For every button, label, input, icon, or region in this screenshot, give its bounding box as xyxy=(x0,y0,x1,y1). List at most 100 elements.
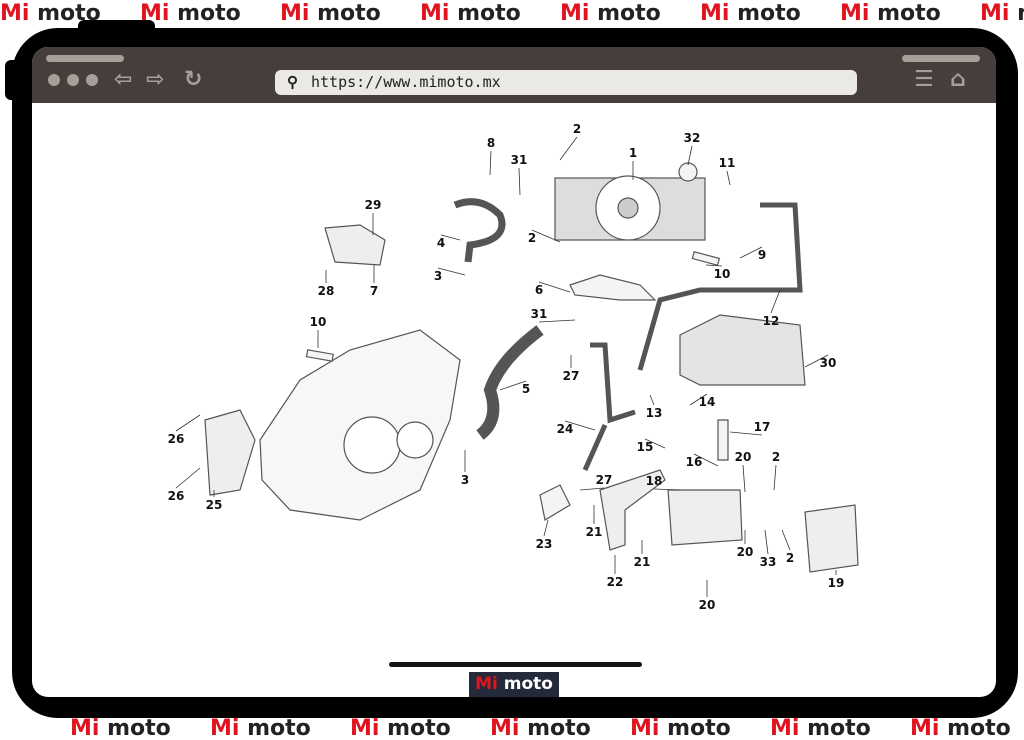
part-callout: 32 xyxy=(684,131,701,145)
bracket-23 xyxy=(539,484,571,521)
part-callout: 25 xyxy=(206,498,223,512)
radiator-cap xyxy=(678,162,698,182)
engine-clutch-cover xyxy=(343,416,401,474)
leader-line xyxy=(489,150,492,176)
hose-24 xyxy=(582,342,636,472)
url-bar[interactable]: ⚲https://www.mimoto.mx xyxy=(275,70,857,95)
watermark-dark: moto xyxy=(457,1,521,26)
part-callout: 20 xyxy=(735,450,752,464)
part-callout: 18 xyxy=(646,474,663,488)
watermark-red: Mi xyxy=(70,716,100,740)
part-callout: 20 xyxy=(699,598,716,612)
watermark-red: Mi xyxy=(280,1,310,26)
leader-line xyxy=(770,289,781,314)
watermark-red: Mi xyxy=(0,1,30,26)
part-callout: 15 xyxy=(637,440,654,454)
watermark-text: Mi moto xyxy=(490,717,591,740)
home-indicator[interactable] xyxy=(389,662,642,667)
leader-line xyxy=(531,229,561,243)
menu-icon[interactable]: ☰ xyxy=(914,67,934,92)
leader-line xyxy=(538,319,576,323)
part-callout: 31 xyxy=(511,153,528,167)
part-callout: 1 xyxy=(629,146,637,160)
hose-4 xyxy=(453,198,506,263)
part-callout: 33 xyxy=(760,555,777,569)
part-callout: 4 xyxy=(437,236,445,250)
leader-line xyxy=(644,438,666,449)
forward-arrow-icon[interactable]: ⇨ xyxy=(146,67,165,92)
part-10 xyxy=(691,251,721,266)
browser-window: ⇦ ⇨ ↻ ⚲https://www.mimoto.mx ☰ ⌂ xyxy=(32,47,996,697)
leader-line xyxy=(653,488,681,491)
part-callout: 12 xyxy=(763,314,780,328)
part-callout: 27 xyxy=(563,369,580,383)
watermark-text: Mi moto xyxy=(560,2,661,26)
back-arrow-icon[interactable]: ⇦ xyxy=(114,67,133,92)
watermark-text: Mi moto xyxy=(140,2,241,26)
watermark-text: Mi moto xyxy=(630,717,731,740)
watermark-red: Mi xyxy=(700,1,730,26)
watermark-dark: moto xyxy=(1017,1,1024,26)
logo-text-dark: moto xyxy=(503,674,553,694)
part-callout: 21 xyxy=(586,525,603,539)
hose-5 xyxy=(476,325,544,440)
watermark-text: Mi moto xyxy=(210,717,311,740)
window-dot[interactable] xyxy=(67,74,79,86)
watermark-text: Mi moto xyxy=(420,2,521,26)
watermark-red: Mi xyxy=(210,716,240,740)
part-callout: 22 xyxy=(607,575,624,589)
watermark-dark: moto xyxy=(947,716,1011,740)
watermark-text: Mi moto xyxy=(770,717,871,740)
leader-line xyxy=(781,529,791,551)
leader-line xyxy=(543,519,549,537)
leader-line xyxy=(693,453,719,467)
reload-icon[interactable]: ↻ xyxy=(184,67,203,92)
part-callout: 23 xyxy=(536,537,553,551)
part-callout: 29 xyxy=(365,198,382,212)
tank-cover-19 xyxy=(804,504,859,573)
watermark-dark: moto xyxy=(597,1,661,26)
throttle-body xyxy=(324,224,386,266)
part-callout: 2 xyxy=(528,231,536,245)
watermark-red: Mi xyxy=(980,1,1010,26)
bracket-22 xyxy=(599,469,666,551)
part-callout: 27 xyxy=(596,473,613,487)
watermark-red: Mi xyxy=(560,1,590,26)
tab-pill[interactable] xyxy=(46,55,124,62)
leader-line xyxy=(689,393,708,406)
leader-line xyxy=(518,167,521,196)
hose-12 xyxy=(637,202,803,371)
part-callout: 9 xyxy=(758,248,766,262)
part-callout: 13 xyxy=(646,406,663,420)
part-callout: 19 xyxy=(828,576,845,590)
watermark-text: Mi moto xyxy=(910,717,1011,740)
part-callout: 11 xyxy=(719,156,736,170)
leader-line xyxy=(175,467,201,489)
home-icon[interactable]: ⌂ xyxy=(950,67,966,92)
leader-line xyxy=(739,246,763,259)
part-callout: 2 xyxy=(772,450,780,464)
watermark-red: Mi xyxy=(840,1,870,26)
window-dot[interactable] xyxy=(48,74,60,86)
watermark-dark: moto xyxy=(807,716,871,740)
part-callout: 10 xyxy=(714,267,731,281)
part-callout: 16 xyxy=(686,455,703,469)
tab-pill[interactable] xyxy=(902,55,980,62)
watermark-dark: moto xyxy=(247,716,311,740)
watermark-red: Mi xyxy=(910,716,940,740)
part-callout: 3 xyxy=(461,473,469,487)
watermark-text: Mi moto xyxy=(70,717,171,740)
watermark-text: Mi moto xyxy=(700,2,801,26)
browser-toolbar: ⇦ ⇨ ↻ ⚲https://www.mimoto.mx ☰ ⌂ xyxy=(32,47,996,103)
watermark-dark: moto xyxy=(737,1,801,26)
watermark-red: Mi xyxy=(350,716,380,740)
leader-line xyxy=(564,420,596,431)
leader-line xyxy=(687,145,693,166)
leader-line xyxy=(705,264,723,267)
part-callout: 31 xyxy=(531,307,548,321)
watermark-dark: moto xyxy=(317,1,381,26)
window-dot[interactable] xyxy=(86,74,98,86)
